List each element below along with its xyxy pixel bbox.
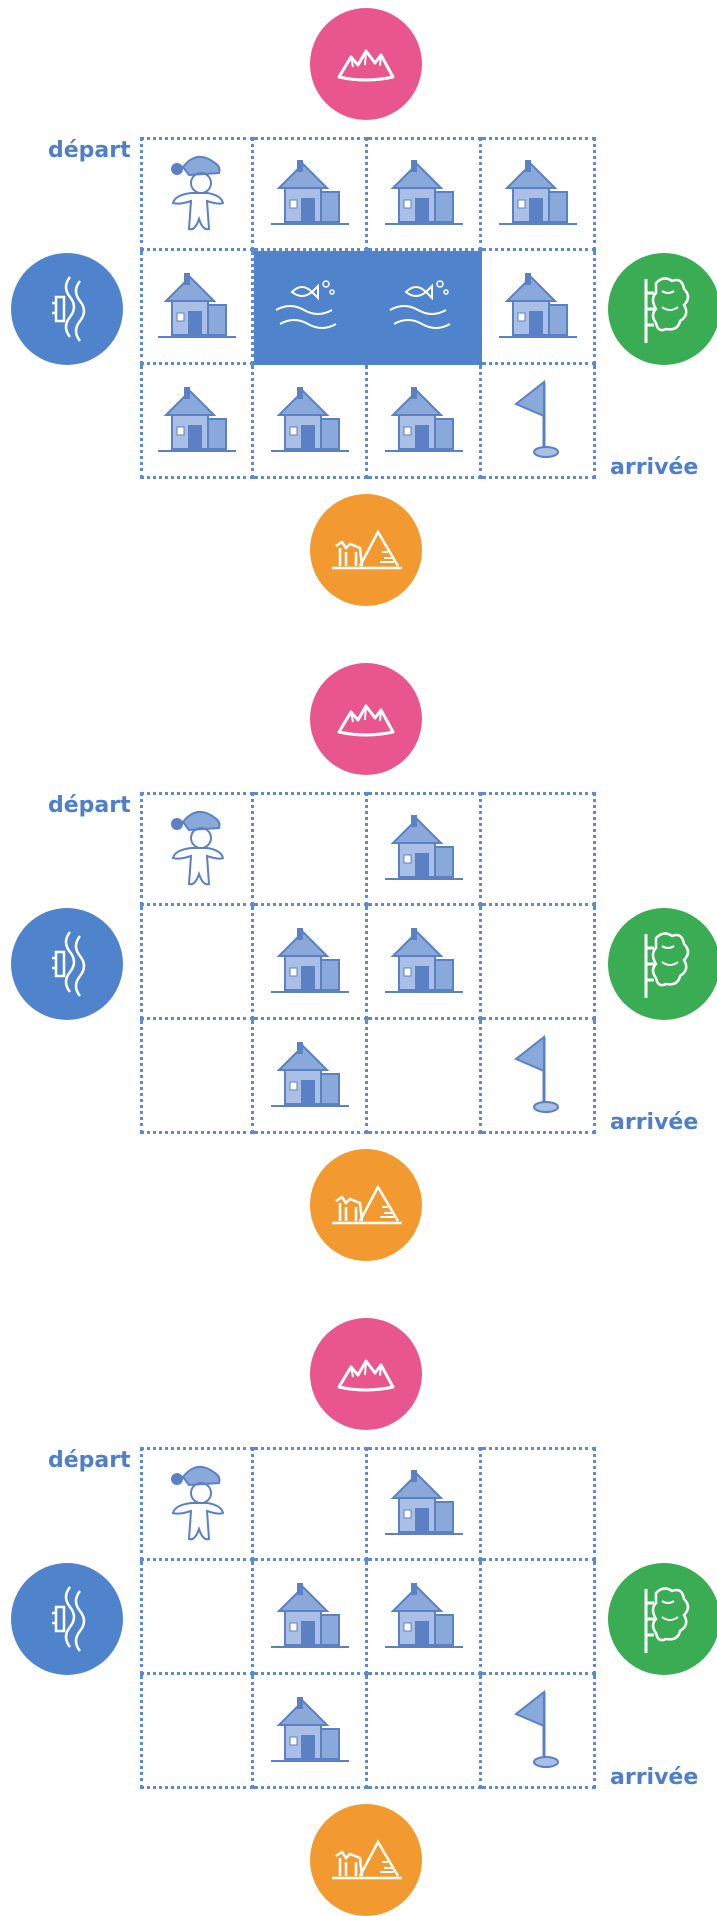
grid-cell — [254, 1020, 368, 1134]
mountain-icon — [331, 694, 401, 744]
sea-circle — [11, 1563, 123, 1675]
mountain-circle — [310, 663, 422, 775]
finish-label: arrivée — [610, 1110, 699, 1135]
start-label: départ — [48, 793, 131, 818]
grid-cell — [368, 1561, 482, 1675]
house-icon — [265, 922, 355, 1002]
grid-cell — [254, 1561, 368, 1675]
grid-cell — [368, 1447, 482, 1561]
mountain-icon — [331, 1349, 401, 1399]
fish-water-icon — [270, 270, 350, 344]
grid-cell — [368, 1020, 482, 1134]
house-icon — [379, 922, 469, 1002]
house-icon — [379, 381, 469, 461]
forest-circle — [608, 253, 717, 365]
grid-cell — [140, 792, 254, 906]
desert-camel-icon — [326, 1832, 406, 1888]
grid-cell — [368, 1675, 482, 1789]
puzzle-3: départ arrivée — [0, 1310, 717, 1916]
waves-boat-icon — [40, 924, 94, 1004]
finish-label: arrivée — [610, 455, 699, 480]
grid-cell — [482, 1675, 596, 1789]
forest-circle — [608, 908, 717, 1020]
mountain-circle — [310, 8, 422, 120]
house-icon — [379, 809, 469, 889]
tree-icon — [634, 269, 694, 349]
house-icon — [379, 1577, 469, 1657]
house-icon — [152, 267, 242, 347]
grid-cell — [482, 251, 596, 365]
flag-icon — [508, 1686, 568, 1776]
house-icon — [265, 381, 355, 461]
gnome-figure-icon — [161, 149, 233, 239]
grid-cell — [254, 365, 368, 479]
gnome-figure-icon — [161, 804, 233, 894]
game-grid — [140, 137, 596, 479]
gnome-figure-icon — [161, 1459, 233, 1549]
desert-camel-icon — [326, 1177, 406, 1233]
fish-water-icon — [384, 270, 464, 344]
sea-circle — [11, 908, 123, 1020]
grid-cell — [140, 1447, 254, 1561]
grid-cell — [140, 1561, 254, 1675]
grid-cell — [140, 365, 254, 479]
start-label: départ — [48, 138, 131, 163]
puzzle-1: départ arrivée — [0, 0, 717, 606]
grid-cell — [140, 251, 254, 365]
grid-cell — [368, 792, 482, 906]
sea-circle — [11, 253, 123, 365]
tree-icon — [634, 1579, 694, 1659]
grid-cell — [368, 137, 482, 251]
mountain-icon — [331, 39, 401, 89]
house-icon — [265, 1036, 355, 1116]
grid-cell — [482, 906, 596, 1020]
flag-icon — [508, 1031, 568, 1121]
waves-boat-icon — [40, 269, 94, 349]
start-label: départ — [48, 1448, 131, 1473]
grid-cell — [254, 251, 368, 365]
house-icon — [493, 154, 583, 234]
finish-label: arrivée — [610, 1765, 699, 1790]
house-icon — [265, 154, 355, 234]
water-tile — [254, 251, 482, 365]
grid-cell — [482, 792, 596, 906]
grid-cell — [482, 1020, 596, 1134]
house-icon — [265, 1691, 355, 1771]
grid-cell — [254, 792, 368, 906]
grid-cell — [482, 137, 596, 251]
house-icon — [493, 267, 583, 347]
desert-circle — [310, 494, 422, 606]
grid-cell — [482, 1561, 596, 1675]
grid-cell — [140, 1675, 254, 1789]
desert-circle — [310, 1804, 422, 1916]
grid-cell — [140, 1020, 254, 1134]
grid-cell — [254, 137, 368, 251]
forest-circle — [608, 1563, 717, 1675]
house-icon — [265, 1577, 355, 1657]
house-icon — [379, 1464, 469, 1544]
grid-cell — [254, 1447, 368, 1561]
waves-boat-icon — [40, 1579, 94, 1659]
game-grid — [140, 1447, 596, 1789]
mountain-circle — [310, 1318, 422, 1430]
desert-camel-icon — [326, 522, 406, 578]
house-icon — [379, 154, 469, 234]
grid-cell — [368, 365, 482, 479]
grid-cell — [254, 1675, 368, 1789]
puzzle-2: départ arrivée — [0, 655, 717, 1261]
grid-cell — [368, 251, 482, 365]
grid-cell — [482, 1447, 596, 1561]
grid-cell — [368, 906, 482, 1020]
tree-icon — [634, 924, 694, 1004]
desert-circle — [310, 1149, 422, 1261]
grid-cell — [254, 906, 368, 1020]
grid-cell — [140, 137, 254, 251]
game-grid — [140, 792, 596, 1134]
house-icon — [152, 381, 242, 461]
grid-cell — [140, 906, 254, 1020]
grid-cell — [482, 365, 596, 479]
flag-icon — [508, 376, 568, 466]
